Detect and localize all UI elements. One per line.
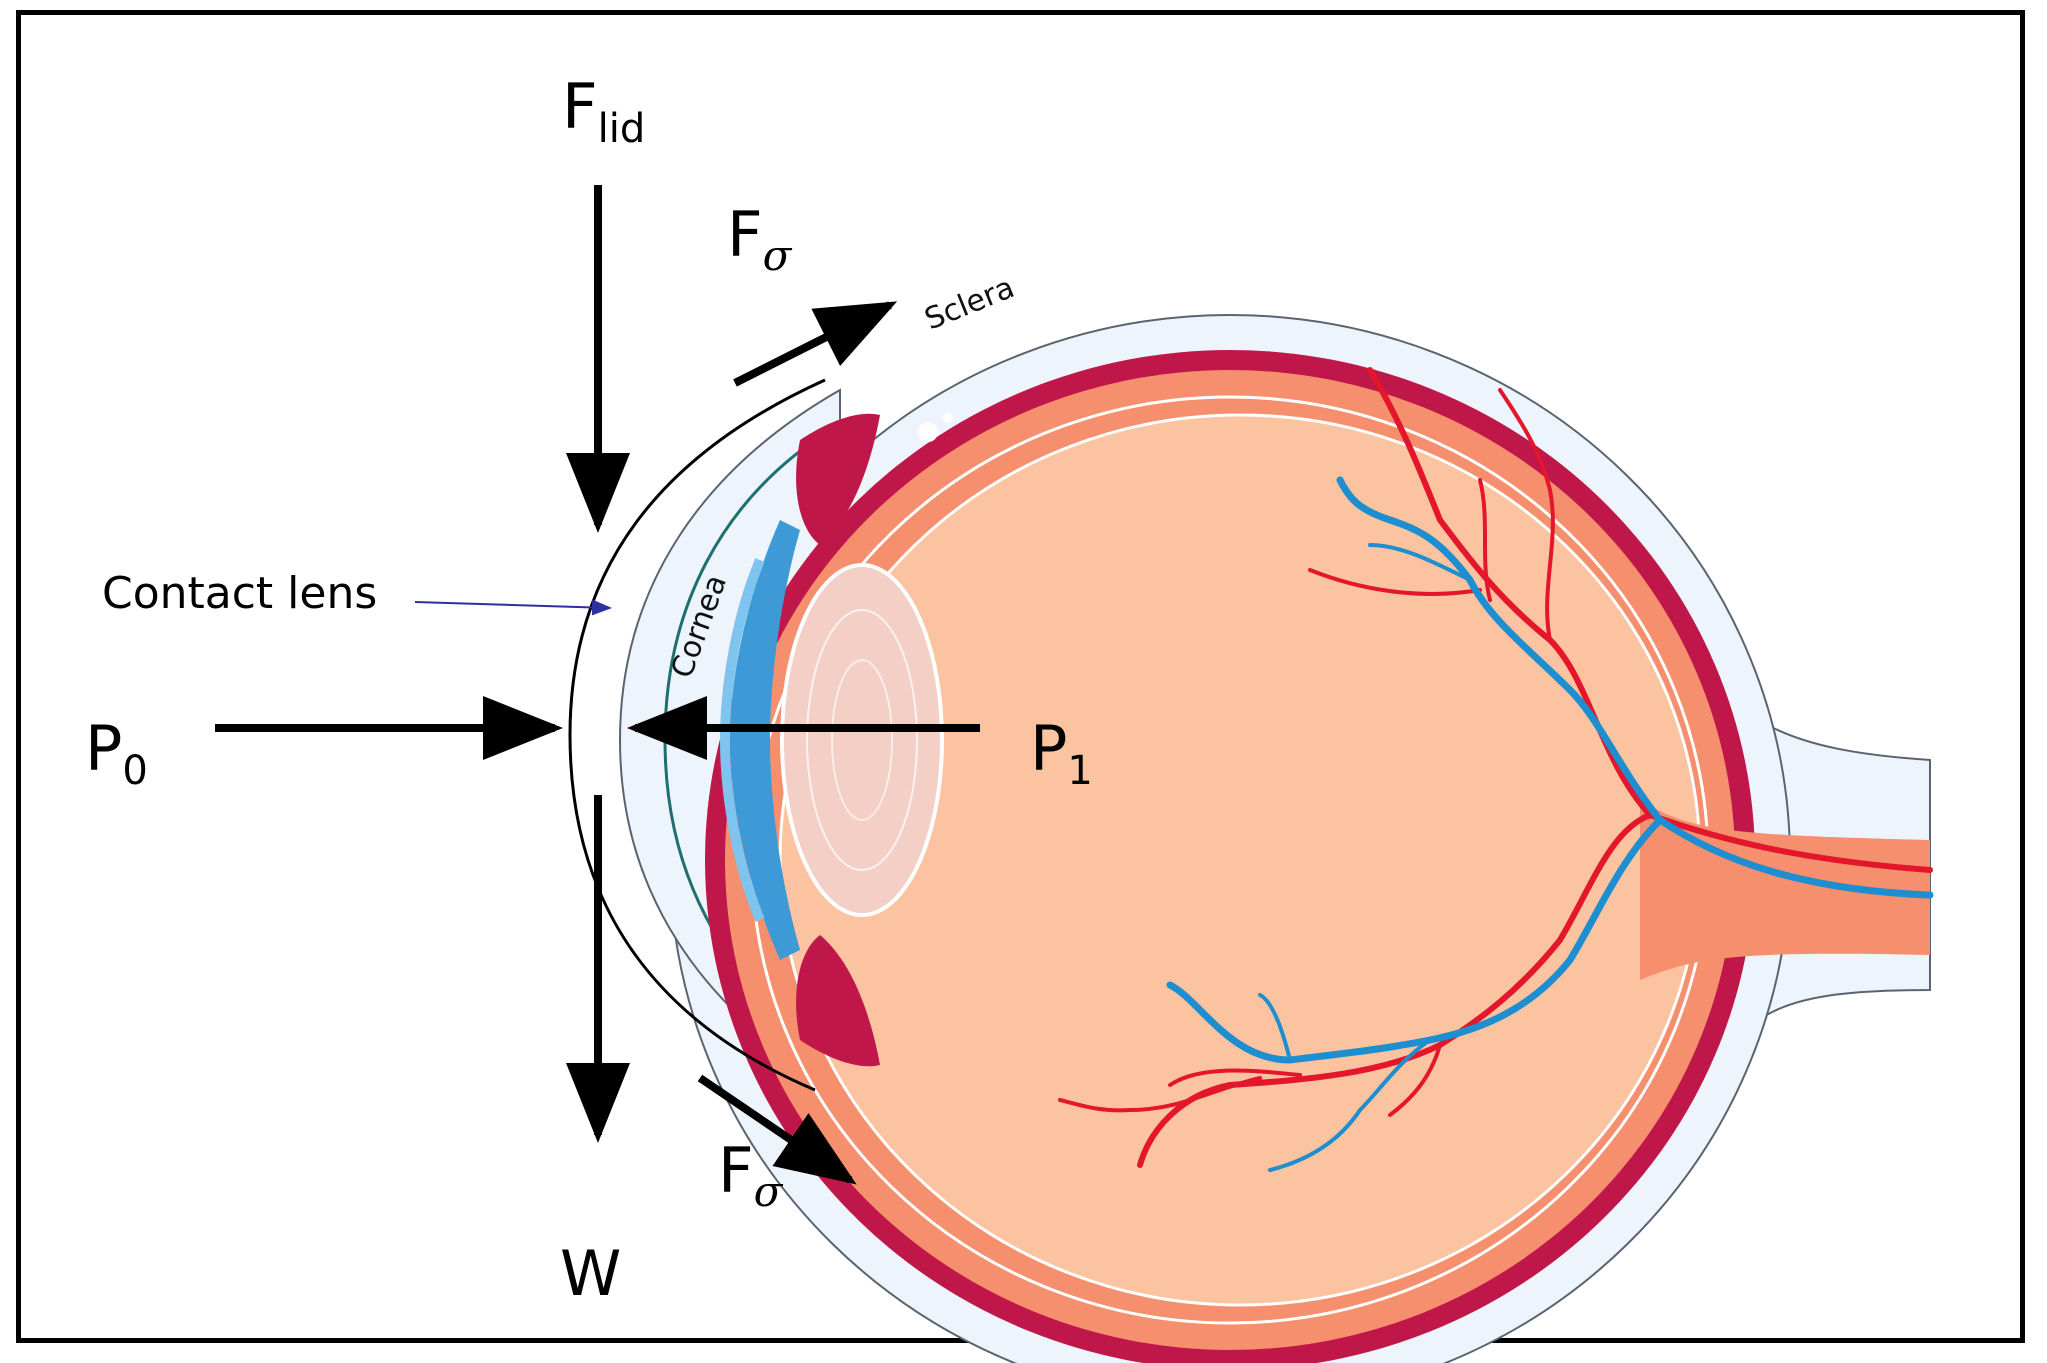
f-sigma-top-arrow (733, 301, 898, 387)
f-lid-main: F (562, 70, 598, 143)
f-sigma-top-main: F (727, 198, 763, 271)
iris-front (719, 558, 765, 922)
lens-ring (806, 609, 918, 871)
f-sigma-bottom-sub: σ (754, 1167, 784, 1216)
force-arrows (215, 185, 980, 1185)
eyeball (618, 314, 1934, 1363)
vein (1268, 1038, 1432, 1172)
sclera-label: Sclera (920, 270, 1019, 337)
p1-sub: 1 (1067, 748, 1092, 794)
p0-label: P0 (85, 712, 148, 794)
retinal-vessels (1058, 367, 1934, 1172)
f-sigma-bottom-main: F (718, 1134, 754, 1207)
highlight (943, 413, 953, 423)
contact-lens-label: Contact lens (102, 568, 377, 619)
ciliary-body-top (796, 413, 880, 545)
contact-lens-pointer (414, 599, 612, 616)
contact-lens (568, 378, 826, 1092)
optic-nerve (1640, 800, 1930, 980)
f-lid-sub: lid (598, 106, 646, 152)
p1-main: P (1030, 712, 1067, 785)
vein (1368, 543, 1472, 582)
f-sigma-top-sub: σ (763, 231, 793, 280)
p0-main: P (85, 712, 122, 785)
p0-sub: 0 (122, 748, 147, 794)
highlight (918, 422, 938, 442)
vein (1336, 476, 1934, 899)
f-sigma-top-label: Fσ (727, 198, 793, 280)
artery (1058, 1068, 1302, 1113)
f-sigma-bottom-arrow (697, 1074, 857, 1185)
f-lid-label: Flid (562, 70, 645, 152)
artery (1388, 1043, 1442, 1117)
p1-label: P1 (1030, 712, 1093, 794)
artery (1478, 478, 1492, 602)
iris (730, 520, 800, 960)
artery (1308, 568, 1482, 596)
artery (1498, 388, 1555, 642)
artery (1367, 367, 1933, 873)
weight-label: W (560, 1237, 621, 1310)
f-sigma-bottom-label: Fσ (718, 1134, 784, 1216)
ciliary-body-bottom (796, 935, 880, 1067)
vein (1258, 993, 1292, 1062)
lens-ring-inner (831, 659, 893, 821)
